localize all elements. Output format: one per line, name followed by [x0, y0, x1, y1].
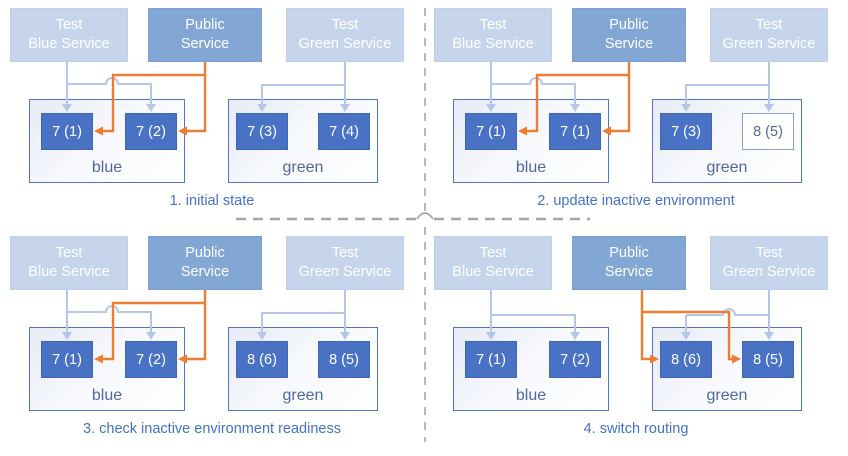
service-label-line: Public: [609, 244, 649, 261]
instance-box-green-1: 8 (6): [660, 341, 712, 378]
service-label-line: Green Service: [722, 36, 816, 52]
instance-box-blue-2: 7 (1): [549, 113, 601, 150]
test-green-service-box: Test Green Service: [286, 8, 404, 62]
test-blue-service-box: Test Blue Service: [434, 236, 552, 290]
test-green-service-box: Test Green Service: [286, 236, 404, 290]
service-label-line: Public: [609, 16, 649, 33]
service-label-line: Test: [55, 16, 83, 33]
test-green-service-box: Test Green Service: [710, 236, 828, 290]
instance-box-blue-1: 7 (1): [465, 341, 517, 378]
panel-caption: 1. initial state: [169, 193, 255, 209]
test-blue-service-box: Test Blue Service: [10, 8, 128, 62]
public-service-box: Public Service: [572, 236, 686, 290]
panel-caption: 2. update inactive environment: [537, 193, 735, 209]
instance-box-blue-1: 7 (1): [41, 113, 93, 150]
service-label-line: Public: [185, 16, 225, 33]
instance-box-blue-1: 7 (1): [465, 113, 517, 150]
service-label-line: Public: [185, 244, 225, 261]
environment-label: green: [706, 387, 748, 404]
public-service-box: Public Service: [148, 236, 262, 290]
service-label-line: Test: [55, 244, 83, 261]
service-label-line: Blue Service: [28, 36, 110, 52]
test-blue-service-box: Test Blue Service: [434, 8, 552, 62]
service-label-line: Service: [604, 36, 654, 52]
public-service-box: Public Service: [148, 8, 262, 62]
service-label-line: Blue Service: [452, 36, 534, 52]
service-label-line: Green Service: [298, 264, 392, 280]
service-label-line: Blue Service: [28, 264, 110, 280]
service-label-line: Service: [180, 36, 230, 52]
environment-label: green: [706, 159, 748, 176]
service-label-line: Service: [604, 264, 654, 280]
instance-box-blue-2: 7 (2): [549, 341, 601, 378]
service-label-line: Blue Service: [452, 264, 534, 280]
panel-caption: 4. switch routing: [583, 421, 689, 437]
test-blue-service-box: Test Blue Service: [10, 236, 128, 290]
instance-box-blue-1: 7 (1): [41, 341, 93, 378]
instance-box-green-2: 8 (5): [318, 341, 370, 378]
panel-check-inactive-environment-readiness: Test Blue Service Public Service Test Gr…: [0, 228, 424, 456]
instance-box-green-2-updating: 8 (5): [742, 113, 794, 150]
environment-label: green: [282, 159, 324, 176]
instance-box-green-2: 8 (5): [742, 341, 794, 378]
instance-box-green-1: 8 (6): [236, 341, 288, 378]
instance-box-green-1: 7 (3): [660, 113, 712, 150]
instance-box-green-2: 7 (4): [318, 113, 370, 150]
environment-label: green: [282, 387, 324, 404]
service-label-line: Test: [479, 244, 507, 261]
test-green-service-box: Test Green Service: [710, 8, 828, 62]
environment-label: blue: [515, 387, 547, 404]
service-label-line: Test: [331, 244, 359, 261]
service-label-line: Test: [331, 16, 359, 33]
environment-label: blue: [91, 159, 123, 176]
service-label-line: Green Service: [722, 264, 816, 280]
service-label-line: Test: [479, 16, 507, 33]
panel-update-inactive-environment: Test Blue Service Public Service Test Gr…: [424, 0, 848, 228]
public-service-box: Public Service: [572, 8, 686, 62]
panel-initial-state: Test Blue Service Public Service Test Gr…: [0, 0, 424, 228]
service-label-line: Green Service: [298, 36, 392, 52]
environment-label: blue: [91, 387, 123, 404]
service-label-line: Test: [755, 16, 783, 33]
instance-box-blue-2: 7 (2): [125, 341, 177, 378]
instance-box-green-1: 7 (3): [236, 113, 288, 150]
instance-box-blue-2: 7 (2): [125, 113, 177, 150]
panel-caption: 3. check inactive environment readiness: [83, 421, 341, 437]
environment-label: blue: [515, 159, 547, 176]
panel-switch-routing: Test Blue Service Public Service Test Gr…: [424, 228, 848, 456]
service-label-line: Test: [755, 244, 783, 261]
service-label-line: Service: [180, 264, 230, 280]
